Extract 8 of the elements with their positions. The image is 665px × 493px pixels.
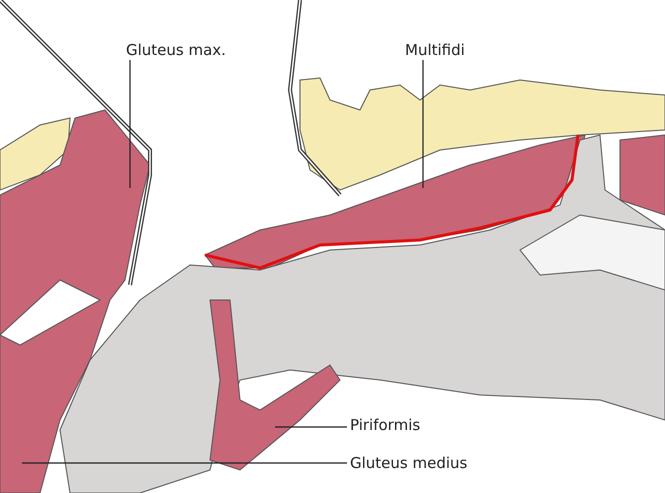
muscle-label: Gluteus medius: [350, 453, 468, 473]
muscle-label: Multifidi: [405, 40, 465, 60]
leader-line: [275, 426, 347, 428]
leader-line: [129, 60, 131, 188]
leader-line: [422, 60, 424, 188]
muscle-label: Piriformis: [350, 415, 420, 435]
leader-line: [22, 462, 347, 464]
muscle-label: Gluteus max.: [126, 40, 226, 60]
